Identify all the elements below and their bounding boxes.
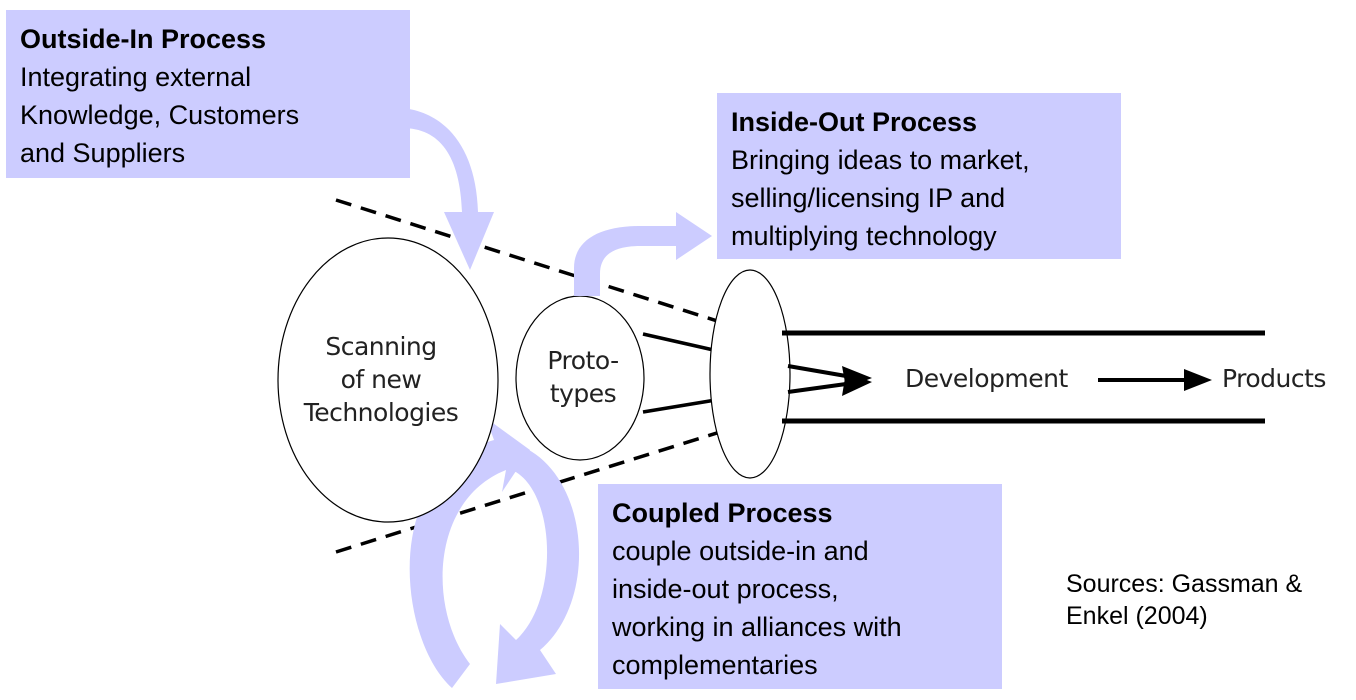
outside-in-line: and Suppliers: [20, 138, 186, 168]
coupled-line: inside-out process,: [612, 574, 839, 604]
funnel-top-dashed-line: [335, 198, 753, 334]
scanning-label: Scanning of new Technologies: [296, 330, 466, 429]
inside-out-line: Bringing ideas to market,: [731, 145, 1030, 175]
scanning-ellipse: [277, 237, 499, 523]
prototypes-label-line: types: [549, 379, 617, 408]
sources-line: Enkel (2004): [1066, 602, 1208, 630]
outlet-ellipse: [709, 269, 791, 479]
scanning-label-line: of new: [340, 365, 422, 394]
outside-in-process-box: Outside-In Process Integrating external …: [6, 10, 410, 178]
outside-in-line: Knowledge, Customers: [20, 100, 300, 130]
coupled-line: complementaries: [612, 650, 818, 680]
development-label: Development: [905, 364, 1068, 393]
prototypes-label: Proto- types: [528, 344, 638, 410]
scanning-label-line: Technologies: [303, 398, 459, 427]
inside-out-title: Inside-Out Process: [731, 107, 978, 137]
products-label: Products: [1222, 364, 1326, 393]
scanning-label-line: Scanning: [325, 332, 437, 361]
development-to-products-arrowhead: [1184, 369, 1212, 391]
sources-line: Sources: Gassman &: [1066, 570, 1303, 598]
into-development-lower-line: [787, 382, 847, 394]
coupled-line: working in alliances with: [612, 612, 902, 642]
into-development-lower-arrowhead: [842, 372, 872, 396]
inside-out-arrow: [574, 212, 712, 296]
sources-citation: Sources: Gassman & Enkel (2004): [1066, 568, 1302, 632]
coupled-cycle-right-arrow: [496, 444, 580, 684]
outside-in-title: Outside-In Process: [20, 24, 267, 54]
outside-in-arrow: [402, 108, 494, 270]
inside-out-line: multiplying technology: [731, 221, 997, 251]
into-development-upper-line: [787, 364, 847, 378]
inside-out-line: selling/licensing IP and: [731, 183, 1006, 213]
outside-in-line: Integrating external: [20, 62, 252, 92]
coupled-title: Coupled Process: [612, 498, 833, 528]
prototypes-label-line: Proto-: [547, 346, 619, 375]
inside-out-process-box: Inside-Out Process Bringing ideas to mar…: [717, 93, 1121, 259]
coupled-line: couple outside-in and: [612, 536, 869, 566]
coupled-process-box: Coupled Process couple outside-in and in…: [598, 484, 1002, 689]
